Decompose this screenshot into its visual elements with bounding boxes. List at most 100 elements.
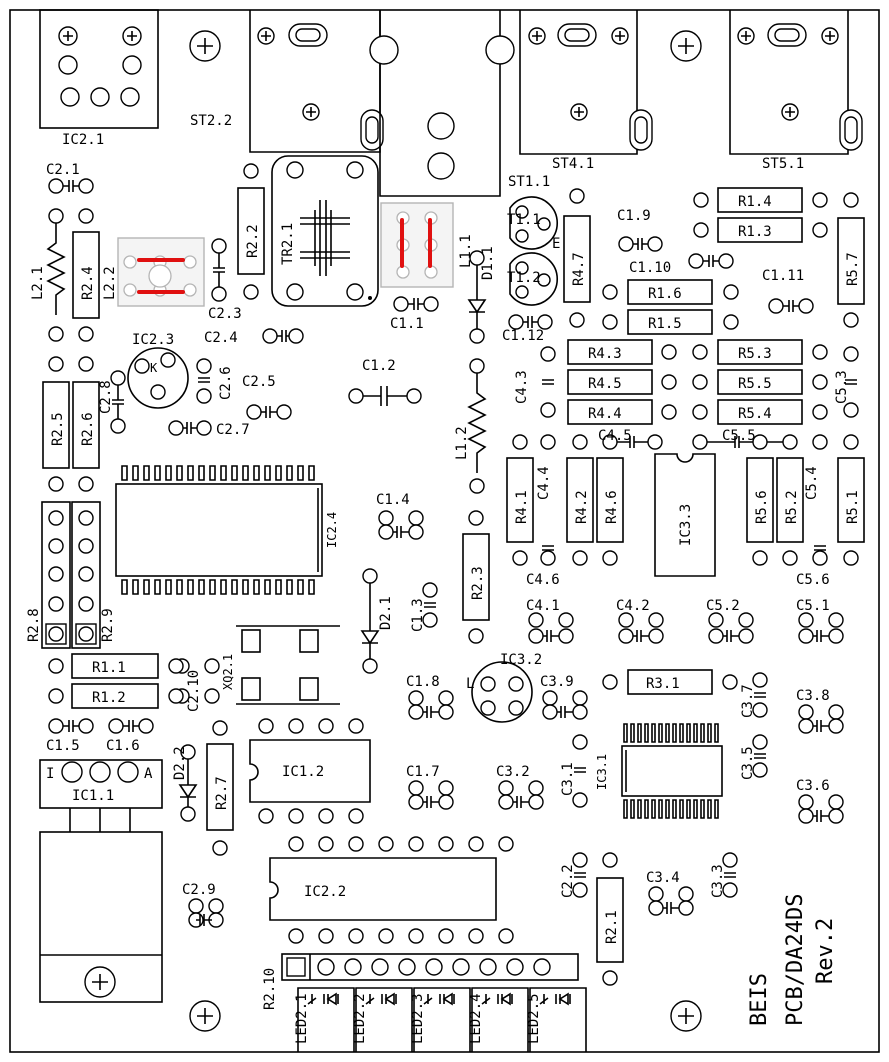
transistor-t1-1: T1.1 E — [507, 196, 560, 252]
led-outline — [471, 987, 529, 1052]
led-outline — [529, 987, 587, 1052]
label-r4-1: R4.1 — [514, 490, 530, 524]
label-led2-1: LED2.1 — [294, 993, 310, 1044]
capacitor-c1-9: C1.9 — [617, 208, 663, 252]
resistor-r2-5: R2.5 — [42, 356, 70, 492]
label-c1-3: C1.3 — [410, 598, 426, 632]
label-r4-3: R4.3 — [588, 346, 622, 362]
label-c1-8: C1.8 — [406, 674, 440, 690]
resistor-r1-3: R1.3 — [693, 217, 828, 243]
r2-10-pin — [344, 958, 362, 976]
label-r2-7: R2.7 — [214, 776, 230, 810]
ic2-2-pin — [408, 836, 424, 852]
label-r5-4: R5.4 — [738, 406, 772, 422]
capacitor-c2-10: C2.10 — [174, 658, 220, 712]
label-r3-1: R3.1 — [646, 676, 680, 692]
ic2-2-pin — [318, 836, 334, 852]
pin-mark-e: E — [552, 236, 560, 252]
resistor-r4-5: R4.5 — [567, 369, 677, 395]
diode-d2-1: D2.1 — [360, 568, 394, 674]
ic2-2-pin — [438, 928, 454, 944]
label-d2-1: D2.1 — [378, 596, 394, 630]
capacitor-c1-3: C1.3 — [410, 582, 438, 632]
r2-10-pin — [506, 958, 524, 976]
capacitor-c2-3: C2.3 — [208, 238, 242, 322]
led-outline — [355, 987, 413, 1052]
capacitor-c3-4: C3.4 — [646, 870, 694, 916]
capacitor-c1-8: C1.8 — [406, 674, 454, 720]
label-c3-1: C3.1 — [560, 762, 576, 796]
label-r2-8: R2.8 — [26, 608, 42, 642]
label-r1-5: R1.5 — [648, 316, 682, 332]
transistor-ic3-2: IC3.2 L — [466, 652, 542, 723]
resistor-r4-6: R4.6 — [596, 457, 624, 566]
resistor-r1-1: R1.1 — [48, 653, 184, 679]
revision-text: Rev.2 — [813, 918, 838, 984]
ic2-2-top-pins — [288, 836, 514, 852]
capacitor-c4-2: C4.2 — [616, 598, 664, 644]
inductor-l1-2: L1.2 — [454, 358, 487, 494]
mounting-hole-top-left — [189, 30, 221, 62]
label-c1-10: C1.10 — [629, 260, 671, 276]
connector-st4-1: ST4.1 — [519, 10, 653, 172]
label-st2-2: ST2.2 — [190, 113, 232, 129]
label-r5-1: R5.1 — [845, 490, 861, 524]
capacitor-c2-5: C2.5 — [242, 374, 292, 420]
resistor-r4-4: R4.4 — [567, 399, 677, 425]
capacitor-c4-4: C4.4 — [536, 434, 556, 566]
label-r4-7: R4.7 — [571, 252, 587, 286]
capacitor-c5-3: C5.3 — [834, 346, 859, 418]
label-c2-6: C2.6 — [218, 366, 234, 400]
label-ic2-4: IC2.4 — [325, 512, 339, 548]
label-r1-4: R1.4 — [738, 194, 772, 210]
resistor-r5-4: R5.4 — [692, 399, 828, 425]
label-r4-5: R4.5 — [588, 376, 622, 392]
ic2-2-pin — [288, 836, 304, 852]
label-st4-1: ST4.1 — [552, 156, 594, 172]
ic2-2-pin — [468, 928, 484, 944]
ic2-2-pin — [348, 928, 364, 944]
capacitor-c4-5: C4.5 — [598, 428, 663, 450]
led-outline — [413, 987, 471, 1052]
resistor-array-r2-8: R2.8 — [26, 501, 71, 649]
label-c3-5: C3.5 — [740, 746, 756, 780]
label-c5-1: C5.1 — [796, 598, 830, 614]
label-c4-4: C4.4 — [536, 466, 552, 500]
label-d2-2: D2.2 — [172, 746, 188, 780]
label-c3-2: C3.2 — [496, 764, 530, 780]
label-t1-2: T1.2 — [507, 270, 541, 286]
r2-10-pin — [317, 958, 335, 976]
led-row — [297, 987, 587, 1052]
label-r2-5: R2.5 — [50, 412, 66, 446]
label-c1-4: C1.4 — [376, 492, 410, 508]
resistor-r2-4: R2.4 — [72, 208, 100, 342]
capacitor-c2-6: C2.6 — [196, 358, 234, 404]
resistor-r5-5: R5.5 — [692, 369, 828, 395]
connector-st2-2: ST2.2 — [190, 10, 384, 153]
label-r2-1: R2.1 — [604, 910, 620, 944]
label-led2-2: LED2.2 — [352, 993, 368, 1044]
label-xq2-1: XQ2.1 — [221, 654, 235, 690]
mounting-hole-bottom-right — [670, 1000, 702, 1032]
label-r1-2: R1.2 — [92, 690, 126, 706]
pin-mark-l: L — [466, 676, 474, 692]
capacitor-c3-6: C3.6 — [796, 778, 844, 824]
capacitor-c3-2: C3.2 — [496, 764, 544, 810]
label-ic3-2: IC3.2 — [500, 652, 542, 668]
label-c4-2: C4.2 — [616, 598, 650, 614]
capacitor-c3-3: C3.3 — [710, 852, 738, 898]
label-r1-1: R1.1 — [92, 660, 126, 676]
label-r5-6: R5.6 — [754, 490, 770, 524]
label-l2-2: L2.2 — [102, 266, 118, 300]
maker-text: BEIS — [747, 973, 772, 1026]
ic2-2-pin — [408, 928, 424, 944]
capacitor-c5-2: C5.2 — [706, 598, 754, 644]
diode-d1-1: D1.1 — [467, 246, 496, 344]
label-r4-2: R4.2 — [574, 490, 590, 524]
ic2-2-pin — [468, 836, 484, 852]
resistor-array-r2-10: R2.10 — [262, 953, 579, 1010]
label-c1-5: C1.5 — [46, 738, 80, 754]
label-c4-1: C4.1 — [526, 598, 560, 614]
capacitor-c2-4: C2.4 — [204, 328, 304, 346]
